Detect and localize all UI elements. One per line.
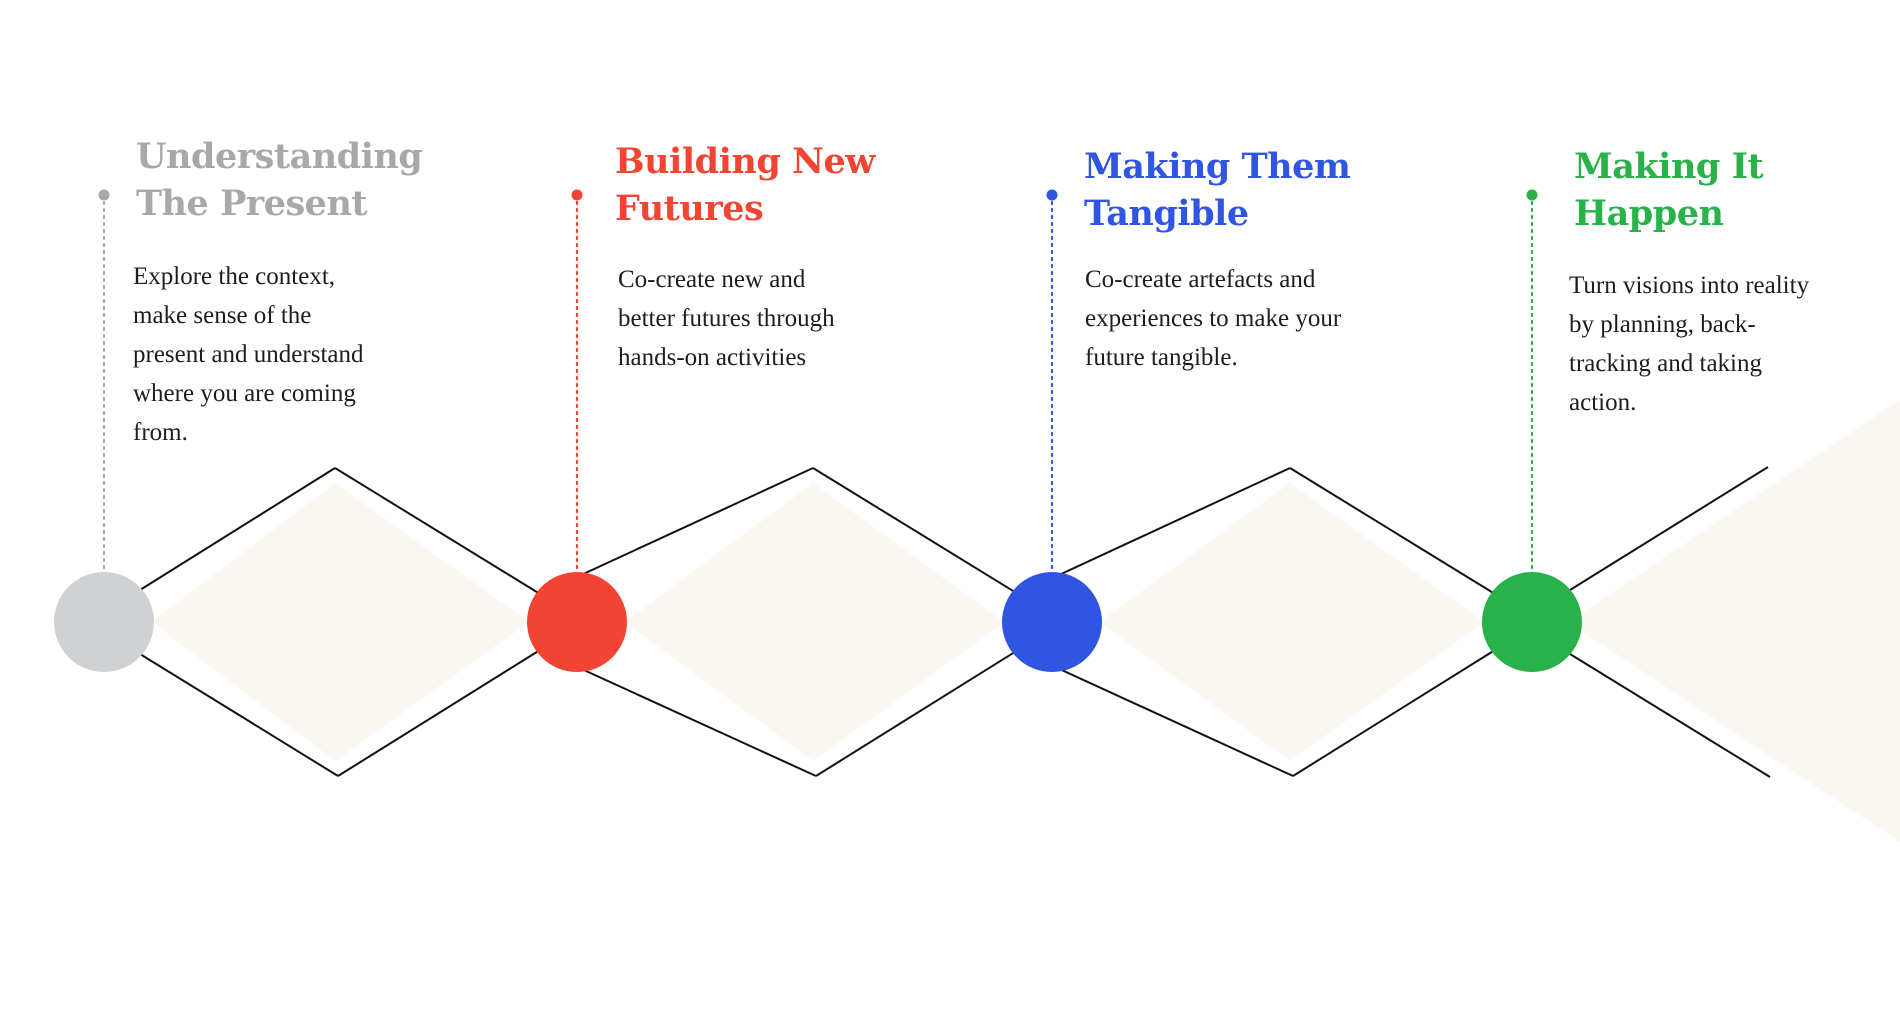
- phase-2-title: Building New Futures: [615, 138, 875, 232]
- outline-bottom-segment-2: [337, 649, 541, 777]
- phase-1-desc-line-1: Explore the context,: [133, 263, 336, 290]
- connector-dot-2: [571, 189, 583, 201]
- outline-bottom-segment-5: [1017, 649, 1294, 777]
- phase-2-title-line-2: Futures: [615, 188, 764, 229]
- phase-2-desc-line-2: better futures through: [618, 305, 835, 332]
- outline-bottom-segment-6: [1292, 649, 1496, 777]
- outline-bottom-segment-4: [815, 649, 1019, 777]
- phase-3-description: Co-create artefacts and experiences to m…: [1085, 260, 1341, 377]
- phase-4-title: Making It Happen: [1574, 143, 1764, 237]
- phase-4-desc-line-3: tracking and taking: [1569, 350, 1762, 377]
- phase-node-3: [1002, 572, 1102, 672]
- diamond-fill-2: [625, 483, 1004, 761]
- phase-nodes: [54, 572, 1582, 672]
- phase-1-desc-line-4: where you are coming: [133, 380, 356, 407]
- phase-2-desc-line-1: Co-create new and: [618, 266, 806, 293]
- zigzag-outline: [139, 466, 1771, 778]
- phase-3-desc-line-1: Co-create artefacts and: [1085, 266, 1316, 293]
- phase-4-description: Turn visions into reality by planning, b…: [1569, 266, 1809, 422]
- outline-top-open-end: [1569, 466, 1769, 591]
- outline-top-segment-1: [139, 467, 336, 591]
- connector-dot-3: [1046, 189, 1058, 201]
- phase-1-desc-line-2: make sense of the: [133, 302, 312, 329]
- phase-4-desc-line-4: action.: [1569, 389, 1637, 416]
- outline-bottom-segment-1: [139, 653, 339, 777]
- phase-1-title: Understanding The Present: [136, 133, 423, 227]
- diamond-fill-1: [152, 483, 529, 761]
- outline-top-segment-2: [334, 467, 541, 595]
- phase-1-title-line-1: Understanding: [136, 136, 423, 177]
- connector-dot-4: [1526, 189, 1538, 201]
- diamond-fill-3: [1100, 483, 1484, 761]
- outline-top-segment-6: [1289, 467, 1496, 595]
- phase-4-title-line-2: Happen: [1574, 193, 1724, 234]
- phase-1-desc-line-3: present and understand: [133, 341, 364, 368]
- phase-3-title-line-1: Making Them: [1084, 146, 1351, 187]
- phase-4-title-line-1: Making It: [1574, 146, 1764, 187]
- phase-4-desc-line-2: by planning, back-: [1569, 311, 1756, 338]
- phase-3-desc-line-3: future tangible.: [1085, 344, 1238, 371]
- phase-3-title-line-2: Tangible: [1084, 193, 1249, 234]
- phase-3-title: Making Them Tangible: [1084, 143, 1351, 237]
- phase-node-1: [54, 572, 154, 672]
- phase-2-desc-line-3: hands-on activities: [618, 344, 807, 371]
- phase-2-description: Co-create new and better futures through…: [618, 260, 835, 377]
- connector-lines: [98, 189, 1538, 574]
- connector-dot-1: [98, 189, 110, 201]
- phase-node-2: [527, 572, 627, 672]
- outline-top-segment-4: [812, 467, 1019, 595]
- phase-node-4: [1482, 572, 1582, 672]
- phase-3-desc-line-2: experiences to make your: [1085, 305, 1342, 332]
- diamond-fills: [152, 400, 1900, 842]
- open-end-fill: [1568, 400, 1900, 842]
- phase-2-title-line-1: Building New: [615, 141, 875, 182]
- phase-1-desc-line-5: from.: [133, 419, 188, 446]
- phase-1-description: Explore the context, make sense of the p…: [133, 257, 363, 452]
- phase-4-desc-line-1: Turn visions into reality: [1569, 272, 1810, 299]
- outline-bottom-open-end: [1569, 653, 1771, 778]
- outline-top-segment-5: [1017, 467, 1291, 595]
- phase-1-title-line-2: The Present: [136, 183, 368, 224]
